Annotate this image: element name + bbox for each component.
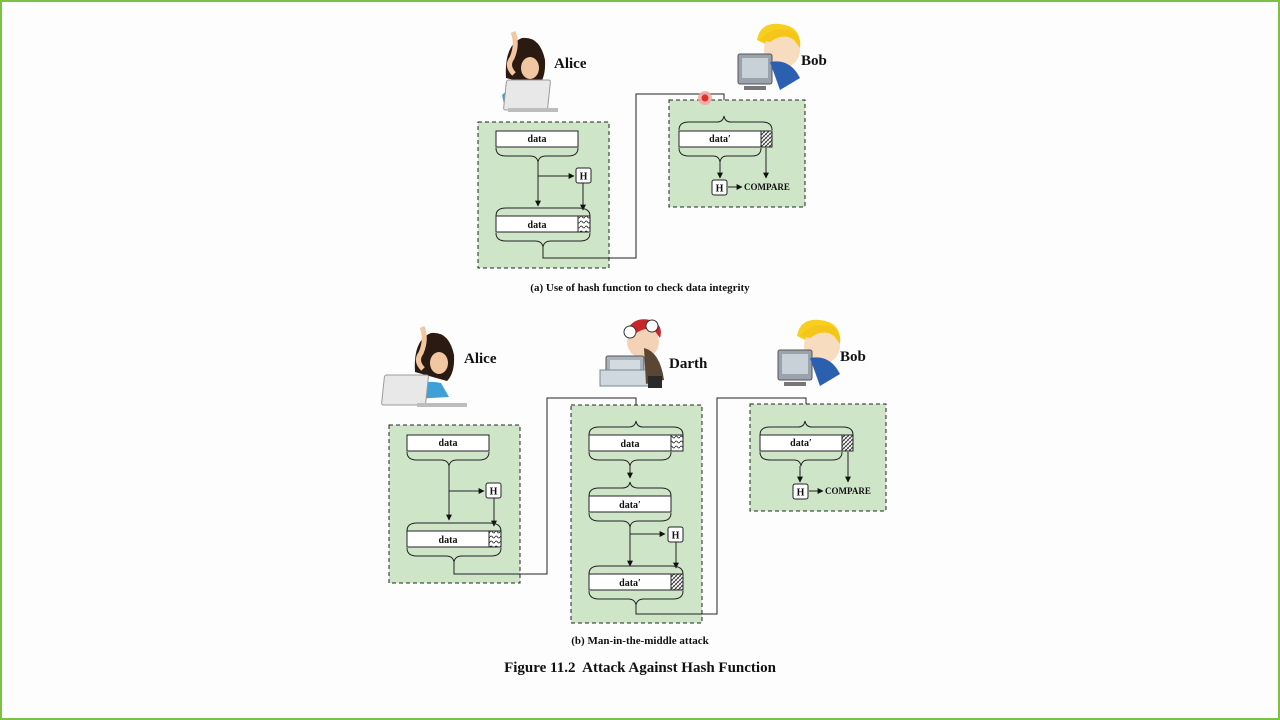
alice-data-block-b [406, 434, 490, 452]
bob-computer-icon [777, 319, 841, 386]
bob-received-label-b: data′ [790, 438, 812, 449]
channel-line-b1 [453, 397, 639, 575]
bob-name-b: Bob [840, 349, 866, 365]
darth-modified-block [588, 495, 672, 513]
alice-hash-label-b: H [490, 487, 498, 498]
darth-computer-icon [599, 319, 664, 388]
received-label-a: data′ [709, 134, 731, 145]
bob-hash-box-b [792, 483, 809, 500]
darth-sent-label: data′ [619, 578, 641, 589]
bob-computer-icon [737, 23, 801, 90]
alice-name-b: Alice [464, 351, 497, 367]
darth-sent-hash [670, 573, 684, 591]
compare-label-a: COMPARE [744, 182, 790, 192]
data-sent-label-a: data [528, 220, 547, 231]
darth-hash-label: H [672, 531, 680, 542]
alice-sent-label-b: data [439, 535, 458, 546]
caption-b: (b) Man-in-the-middle attack [571, 635, 709, 647]
compare-label-b: COMPARE [825, 486, 871, 496]
data-block-a [495, 130, 579, 148]
bob-name-a: Bob [801, 53, 827, 69]
channel-line-b2 [635, 397, 809, 615]
receiver-hash-label-a: H [716, 184, 724, 195]
hash-pattern-icon [577, 215, 591, 233]
data-label-a: data [528, 134, 547, 145]
receiver-hash-box-a [711, 179, 728, 196]
darth-name-b: Darth [669, 356, 708, 372]
caption-a: (a) Use of hash function to check data i… [530, 282, 750, 294]
bob-received-hash-b [841, 434, 854, 452]
alice-name-a: Alice [554, 56, 587, 72]
alice-laptop-icon [502, 31, 558, 112]
bob-hash-label-b: H [797, 488, 805, 499]
hash-pattern-icon [670, 434, 684, 452]
darth-intercepted-label: data [621, 439, 640, 450]
received-hash-a [760, 130, 773, 148]
darth-modified-label: data′ [619, 500, 641, 511]
alice-data-label-b: data [439, 438, 458, 449]
alice-laptop-icon [381, 326, 467, 407]
figure-caption: Figure 11.2 Attack Against Hash Function [504, 660, 776, 676]
hash-label-a: H [580, 172, 588, 183]
channel-line-a [542, 93, 727, 259]
hash-pattern-icon [488, 530, 502, 548]
cursor-highlight-icon [698, 91, 712, 105]
